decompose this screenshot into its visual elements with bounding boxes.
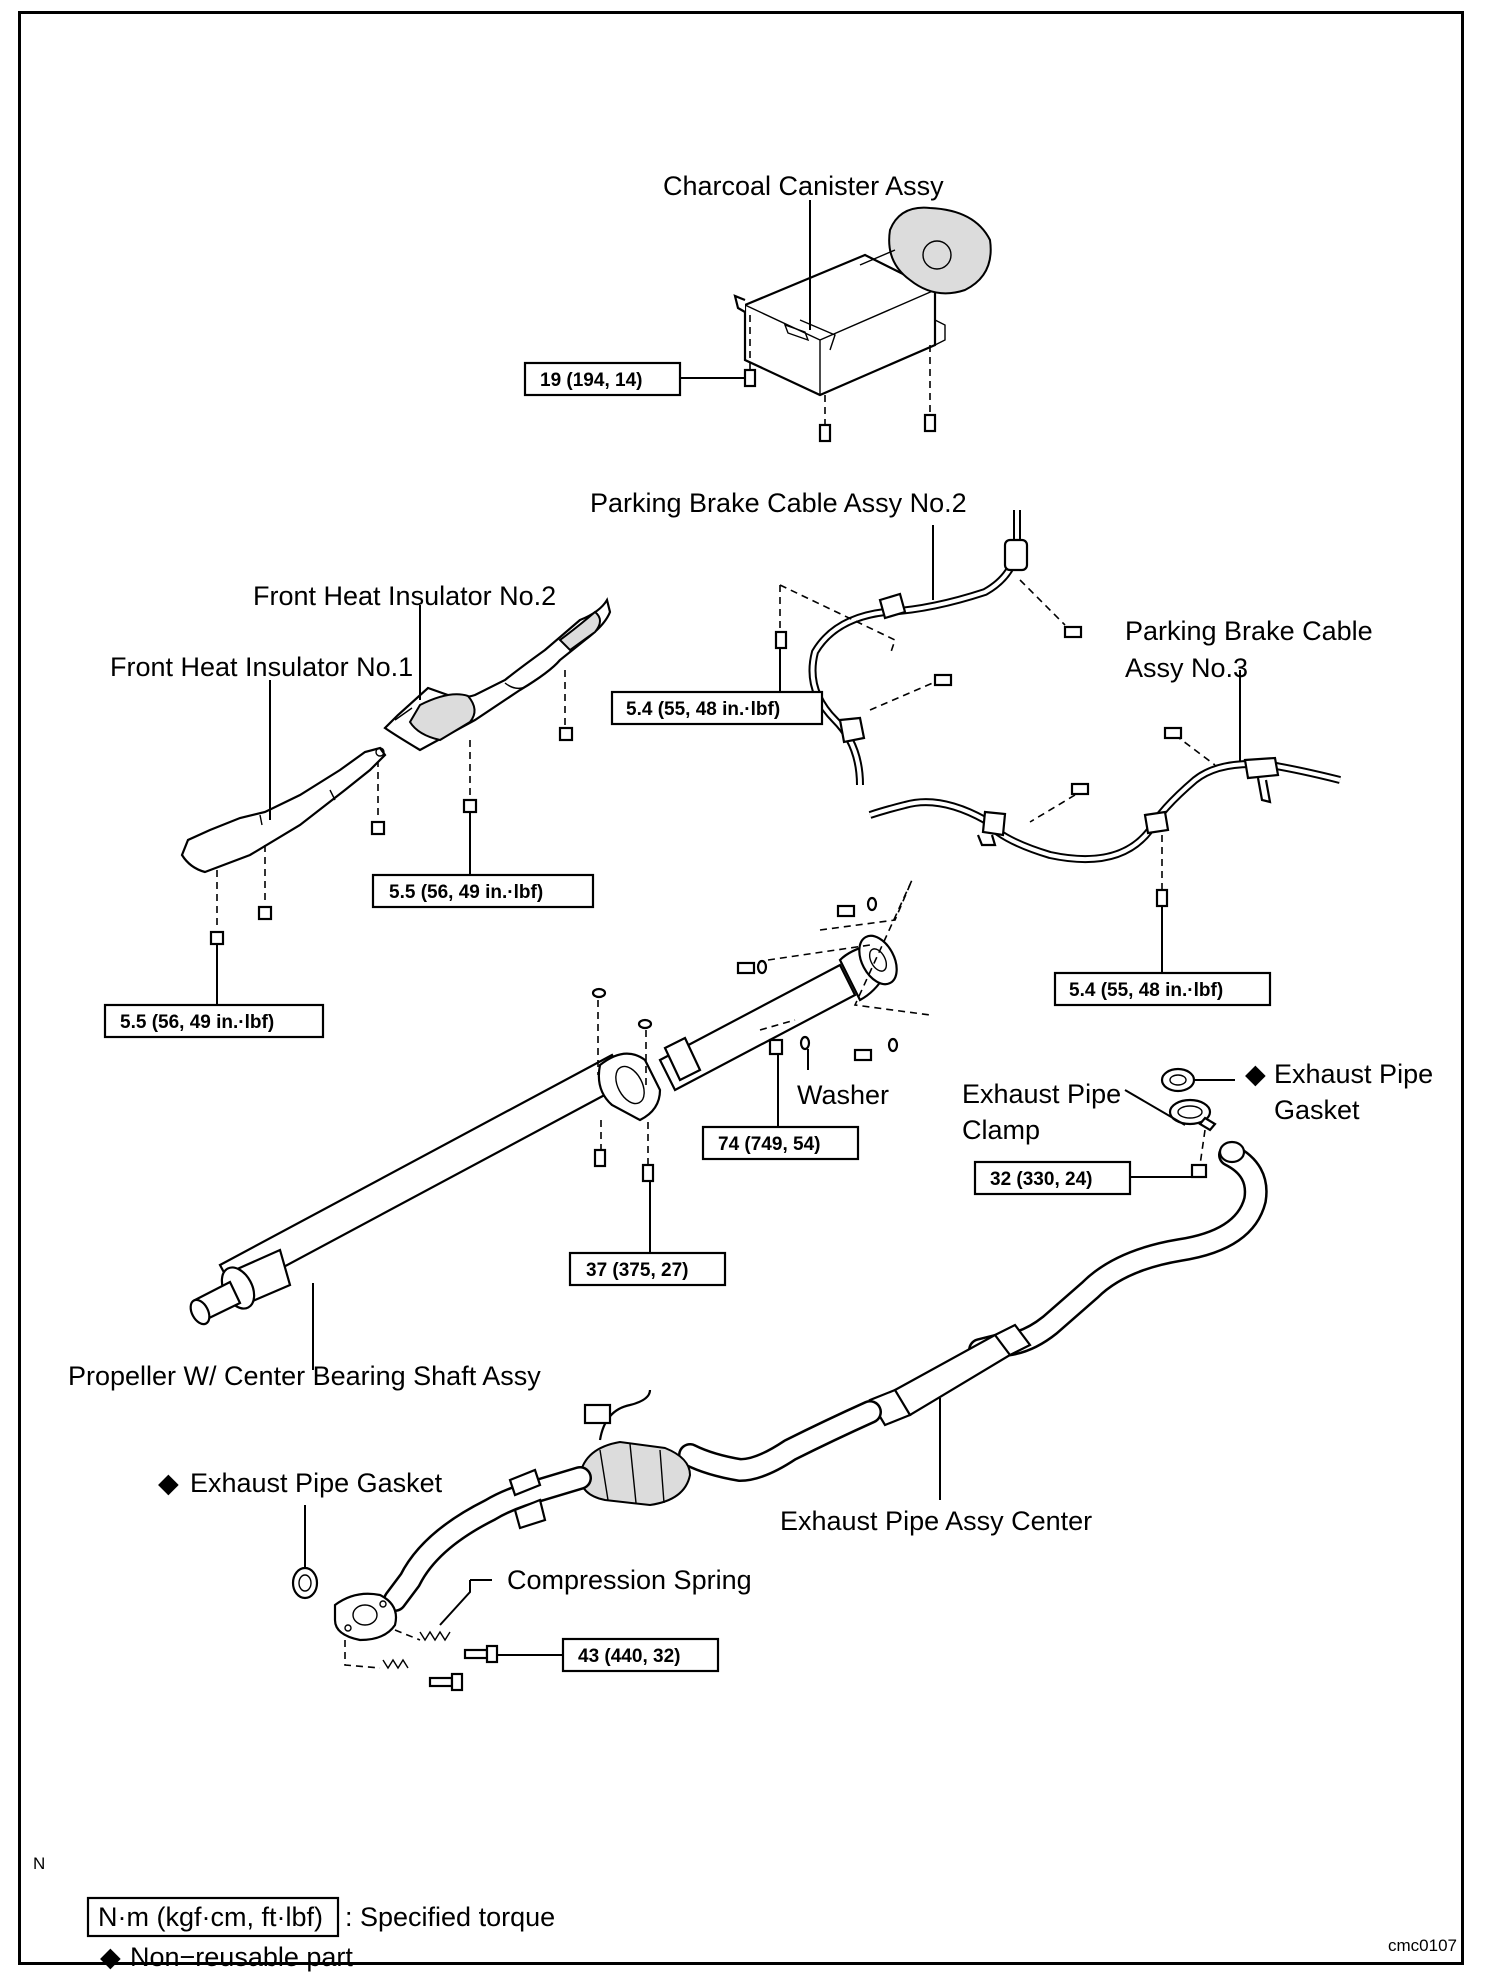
exhaust-gasket-left-label: Exhaust Pipe Gasket bbox=[190, 1468, 443, 1498]
front-flange-dash bbox=[344, 1629, 421, 1669]
clamp-bolt-icon bbox=[1190, 1163, 1208, 1179]
canister-torque-value: 19 (194, 14) bbox=[540, 370, 642, 391]
front-pipe-torque-box bbox=[561, 1637, 720, 1673]
parking-no2-bolt-icon bbox=[774, 630, 788, 650]
front-heat-no1-label: Front Heat Insulator No.1 bbox=[110, 652, 413, 682]
heat-no1-nut-icon-2 bbox=[257, 905, 273, 921]
compression-spring-icon bbox=[382, 1630, 451, 1670]
propeller-flange-torque-value: 74 (749, 54) bbox=[718, 1134, 820, 1155]
front-heat-insulator-no2-part bbox=[383, 597, 612, 752]
legend-nonreusable-text: Non−reusable part bbox=[130, 1942, 353, 1972]
heat-no2-torque-value: 5.5 (56, 49 in.·lbf) bbox=[389, 882, 543, 903]
center-bearing-torque-value: 37 (375, 27) bbox=[586, 1260, 688, 1281]
parking-no3-torque-value: 5.4 (55, 48 in.·lbf) bbox=[1069, 980, 1223, 1001]
heat-no1-torque-value: 5.5 (56, 49 in.·lbf) bbox=[120, 1012, 274, 1033]
heat-no2-nut-icon-2 bbox=[462, 798, 478, 814]
legend-units-label: N·m (kgf·cm, ft·lbf) bbox=[98, 1902, 323, 1932]
parking-no2-dash-3 bbox=[869, 681, 936, 711]
clamp-torque-box bbox=[973, 1160, 1132, 1196]
parking-no3-dash-2 bbox=[1029, 794, 1076, 823]
parking-brake-no2-label: Parking Brake Cable Assy No.2 bbox=[590, 488, 967, 518]
corner-letter: N bbox=[33, 1854, 45, 1873]
legend-units-text: : Specified torque bbox=[345, 1902, 555, 1932]
propeller-flange-bolt-icon bbox=[736, 896, 899, 1062]
exhaust-gasket-right-symbol: ◆ bbox=[1245, 1059, 1266, 1089]
exhaust-gasket-left-icon bbox=[291, 1566, 319, 1600]
center-bearing-torque-box bbox=[568, 1251, 727, 1287]
exhaust-gasket-right-icon bbox=[1160, 1067, 1196, 1093]
compression-spring-label: Compression Spring bbox=[507, 1565, 752, 1595]
front-heat-no2-label: Front Heat Insulator No.2 bbox=[253, 581, 556, 611]
exhaust-clamp-icon bbox=[1168, 1098, 1212, 1126]
clamp-bolt-dash bbox=[1199, 1129, 1206, 1166]
figure-code: cmc0107 bbox=[1388, 1936, 1457, 1955]
parking-brake-no3-label-line1: Parking Brake Cable bbox=[1125, 616, 1373, 646]
propeller-flange-torque-box bbox=[701, 1125, 860, 1161]
parking-no2-dash bbox=[779, 584, 896, 656]
exhaust-clamp-label-line2: Clamp bbox=[962, 1115, 1040, 1145]
front-heat-insulator-no1-part bbox=[180, 746, 387, 874]
heat-no1-nut-icon bbox=[209, 930, 225, 946]
canister-bolt-icon bbox=[743, 368, 937, 443]
exhaust-gasket-left-symbol: ◆ bbox=[158, 1468, 179, 1498]
parking-no3-bolt-icon bbox=[1163, 726, 1183, 740]
parking-no2-torque-box bbox=[610, 690, 824, 726]
parking-no3-bolt-icon-3 bbox=[1155, 888, 1169, 908]
exhaust-clamp-label-line1: Exhaust Pipe bbox=[962, 1079, 1121, 1109]
diagram-frame bbox=[18, 11, 1464, 1965]
propeller-flange-dash-2 bbox=[759, 1019, 796, 1031]
leader-exhaust-clamp bbox=[1124, 1089, 1186, 1126]
propeller-shaft-part bbox=[189, 934, 898, 1326]
exhaust-gasket-right-label-line1: Exhaust Pipe bbox=[1274, 1059, 1433, 1089]
legend-units-box bbox=[86, 1896, 340, 1938]
front-pipe-bolt-icon bbox=[428, 1644, 499, 1692]
center-bearing-bolt-icon bbox=[591, 987, 655, 1183]
charcoal-canister-part bbox=[733, 206, 992, 397]
propeller-shaft-label: Propeller W/ Center Bearing Shaft Assy bbox=[68, 1361, 541, 1391]
exhaust-center-label: Exhaust Pipe Assy Center bbox=[780, 1506, 1092, 1536]
parking-no2-bolt-icon-3 bbox=[933, 673, 953, 687]
leader-compression-spring bbox=[439, 1580, 471, 1626]
heat-no2-torque-box bbox=[371, 873, 595, 909]
parking-brake-cable-no3-part bbox=[868, 756, 1341, 864]
parking-no3-dash bbox=[1174, 734, 1216, 766]
parking-brake-no3-label-line2: Assy No.3 bbox=[1125, 653, 1248, 683]
heat-no1-torque-box bbox=[103, 1003, 325, 1039]
heat-no2-nut-icon bbox=[558, 726, 574, 742]
parking-no2-dash-2 bbox=[1019, 579, 1066, 626]
canister-torque-box bbox=[523, 361, 682, 397]
exhaust-gasket-right-label-line2: Gasket bbox=[1274, 1095, 1360, 1125]
charcoal-canister-label: Charcoal Canister Assy bbox=[663, 171, 944, 201]
parking-no2-bolt-icon-2 bbox=[1063, 625, 1083, 639]
clamp-torque-value: 32 (330, 24) bbox=[990, 1169, 1092, 1190]
exhaust-pipe-center-part bbox=[333, 1140, 1268, 1642]
heat-no2-nut-icon-3 bbox=[370, 820, 386, 836]
parking-no3-bolt-icon-2 bbox=[1070, 782, 1090, 796]
parking-no3-torque-box bbox=[1053, 971, 1272, 1007]
washer-label: Washer bbox=[797, 1080, 889, 1110]
legend-nonreusable-symbol: ◆ bbox=[100, 1942, 121, 1972]
parking-brake-cable-no2-part bbox=[808, 510, 1029, 786]
parking-no2-torque-value: 5.4 (55, 48 in.·lbf) bbox=[626, 699, 780, 720]
propeller-flange-dash bbox=[767, 879, 931, 1016]
front-pipe-torque-value: 43 (440, 32) bbox=[578, 1646, 680, 1667]
